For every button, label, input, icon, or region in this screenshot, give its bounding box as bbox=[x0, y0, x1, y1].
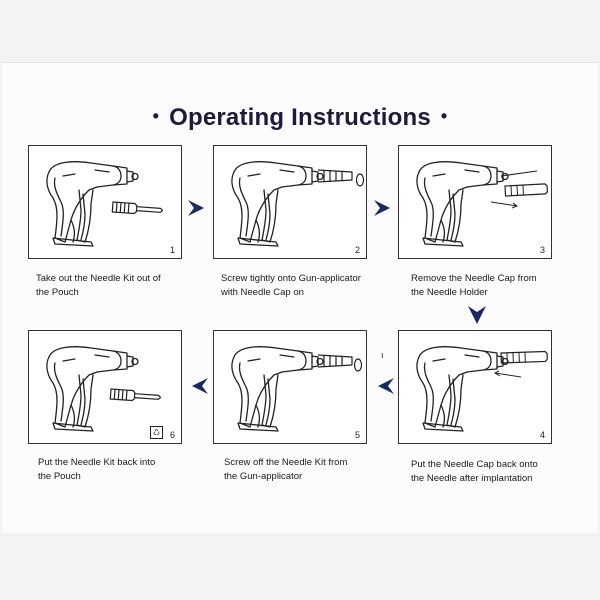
stray-mark: ı bbox=[381, 350, 384, 360]
caption-line: Screw off the Needle Kit from bbox=[224, 457, 348, 468]
caption-line: the Pouch bbox=[38, 471, 81, 482]
arrow-right-icon bbox=[374, 200, 390, 216]
gun-illustration-2 bbox=[231, 161, 365, 247]
arrow-right-icon bbox=[188, 200, 204, 216]
caption-line: Screw tightly onto Gun-applicator bbox=[221, 273, 361, 284]
caption-line: with Needle Cap on bbox=[221, 287, 304, 298]
gun-illustration-3 bbox=[416, 161, 548, 247]
page-title: • Operating Instructions • bbox=[0, 104, 600, 132]
caption-line: the Needle Holder bbox=[411, 287, 488, 298]
caption-line: Put the Needle Kit back into bbox=[38, 457, 156, 468]
step-caption-3: Remove the Needle Cap from the Needle Ho… bbox=[411, 272, 576, 300]
step-caption-6: Put the Needle Kit back into the Pouch bbox=[38, 456, 203, 484]
step-number-1: 1 bbox=[169, 245, 175, 255]
caption-line: Take out the Needle Kit out of bbox=[36, 273, 161, 284]
arrow-left-icon bbox=[378, 378, 394, 394]
step-panel-2: 2 bbox=[213, 145, 367, 259]
step-caption-4: Put the Needle Cap back onto the Needle … bbox=[411, 458, 576, 486]
recycle-icon: ♺ bbox=[150, 426, 163, 439]
caption-line: the Needle after implantation bbox=[411, 473, 533, 484]
arrow-left-icon bbox=[192, 378, 208, 394]
step-panel-5: 5 bbox=[213, 330, 367, 444]
title-dot-left: • bbox=[152, 106, 160, 126]
step-panel-4: 4 bbox=[398, 330, 552, 444]
caption-line: the Gun-applicator bbox=[224, 471, 303, 482]
step-number-6: 6 bbox=[169, 430, 175, 440]
step-panel-6: ♺ 6 bbox=[28, 330, 182, 444]
step-caption-5: Screw off the Needle Kit from the Gun-ap… bbox=[224, 456, 389, 484]
arrow-down-icon bbox=[468, 306, 486, 324]
step-number-3: 3 bbox=[539, 245, 545, 255]
gun-illustration-4 bbox=[416, 346, 548, 432]
step-caption-2: Screw tightly onto Gun-applicator with N… bbox=[221, 272, 386, 300]
caption-line: the Pouch bbox=[36, 287, 79, 298]
step-number-2: 2 bbox=[354, 245, 360, 255]
step-caption-1: Take out the Needle Kit out of the Pouch bbox=[36, 272, 201, 300]
title-text: Operating Instructions bbox=[169, 104, 431, 131]
caption-line: Put the Needle Cap back onto bbox=[411, 459, 538, 470]
gun-illustration-1 bbox=[46, 161, 164, 247]
step-panel-1: 1 bbox=[28, 145, 182, 259]
step-panel-3: 3 bbox=[398, 145, 552, 259]
gun-illustration-5 bbox=[231, 346, 363, 432]
step-number-4: 4 bbox=[539, 430, 545, 440]
step-number-5: 5 bbox=[354, 430, 360, 440]
title-dot-right: • bbox=[440, 106, 448, 126]
caption-line: Remove the Needle Cap from bbox=[411, 273, 537, 284]
instruction-sheet bbox=[2, 62, 598, 533]
